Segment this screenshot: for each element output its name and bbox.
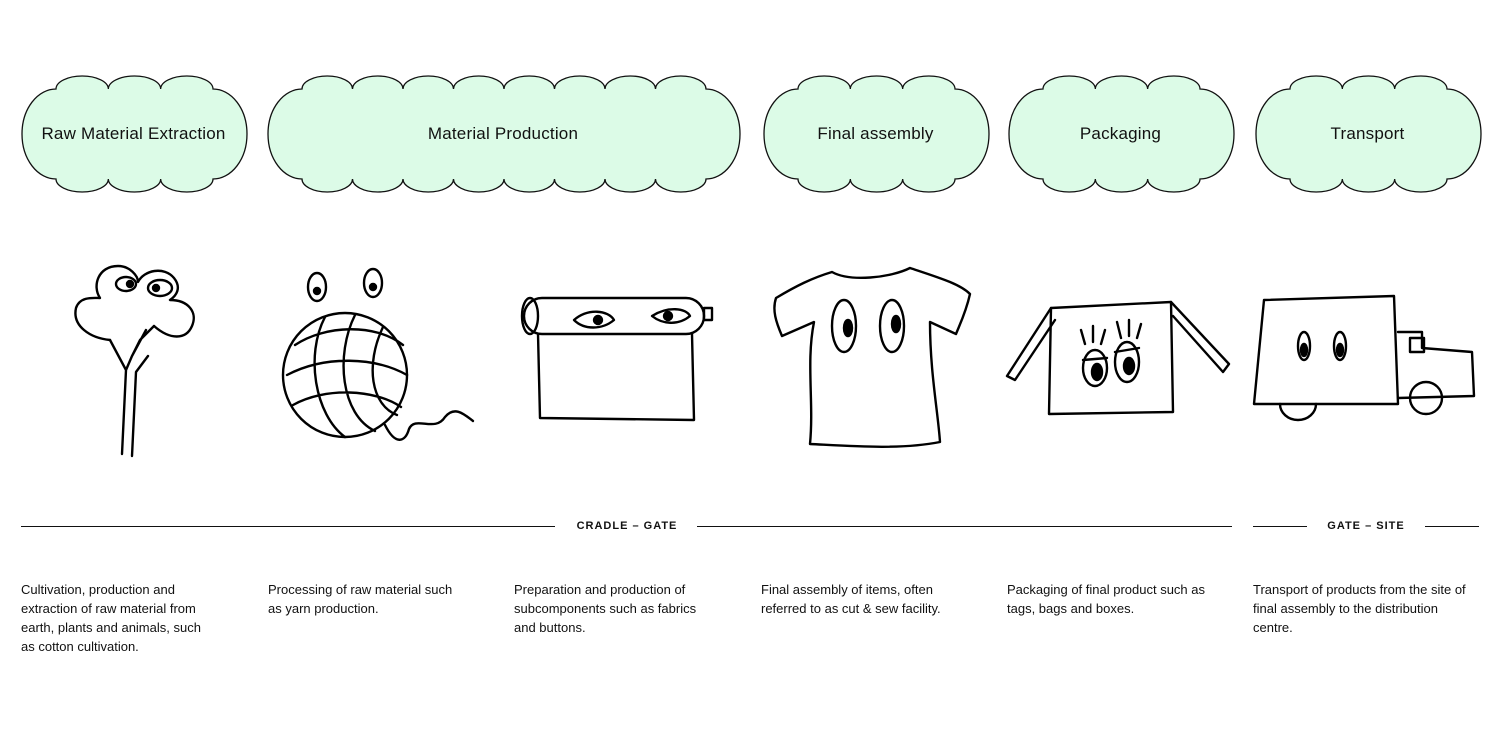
t-shirt-icon (770, 262, 980, 467)
stage-title: Raw Material Extraction (41, 124, 226, 143)
description-transport: Transport of products from the site of f… (1253, 582, 1466, 635)
stage-final-assembly: Final assembly (763, 75, 990, 193)
stage-packaging: Packaging (1008, 75, 1235, 193)
fabric-roll-icon (518, 290, 718, 435)
cloud-outline (1008, 75, 1235, 193)
stage-material-production: Material Production (267, 75, 741, 193)
description-final-assembly: Final assembly of items, often referred … (761, 582, 941, 616)
divider (21, 526, 555, 527)
cloud-shape (763, 75, 990, 193)
description-packaging: Packaging of final product such as tags,… (1007, 582, 1206, 616)
divider (1253, 526, 1307, 527)
description-raw-material-extraction: Cultivation, production and extraction o… (21, 582, 201, 654)
stage-transport: Transport (1255, 75, 1482, 193)
cloud-outline (763, 75, 990, 193)
stage-raw-material-extraction: Raw Material Extraction (21, 75, 248, 193)
description-subcomponents: Preparation and production of subcompone… (514, 582, 697, 635)
stage-title: Material Production (427, 124, 579, 143)
cloud-shape (1255, 75, 1482, 193)
divider (697, 526, 1232, 527)
cloud-outline (267, 75, 741, 193)
phase-label-cradle-gate: CRADLE – GATE (576, 520, 678, 532)
stage-title: Transport (1330, 124, 1405, 143)
cloud-shape (267, 75, 741, 193)
cloud-shape (1008, 75, 1235, 193)
cloud-outline (1255, 75, 1482, 193)
cloud-outline (21, 75, 248, 193)
divider (1425, 526, 1479, 527)
stage-title: Packaging (1079, 124, 1162, 143)
cloud-shape (21, 75, 248, 193)
yarn-ball-icon (281, 265, 485, 460)
stage-title: Final assembly (817, 124, 934, 143)
description-material-production: Processing of raw material such as yarn … (268, 582, 453, 616)
box-icon (1005, 296, 1235, 431)
tree-icon (70, 260, 200, 465)
truck-icon (1250, 292, 1480, 437)
phase-label-gate-site: GATE – SITE (1327, 520, 1405, 532)
